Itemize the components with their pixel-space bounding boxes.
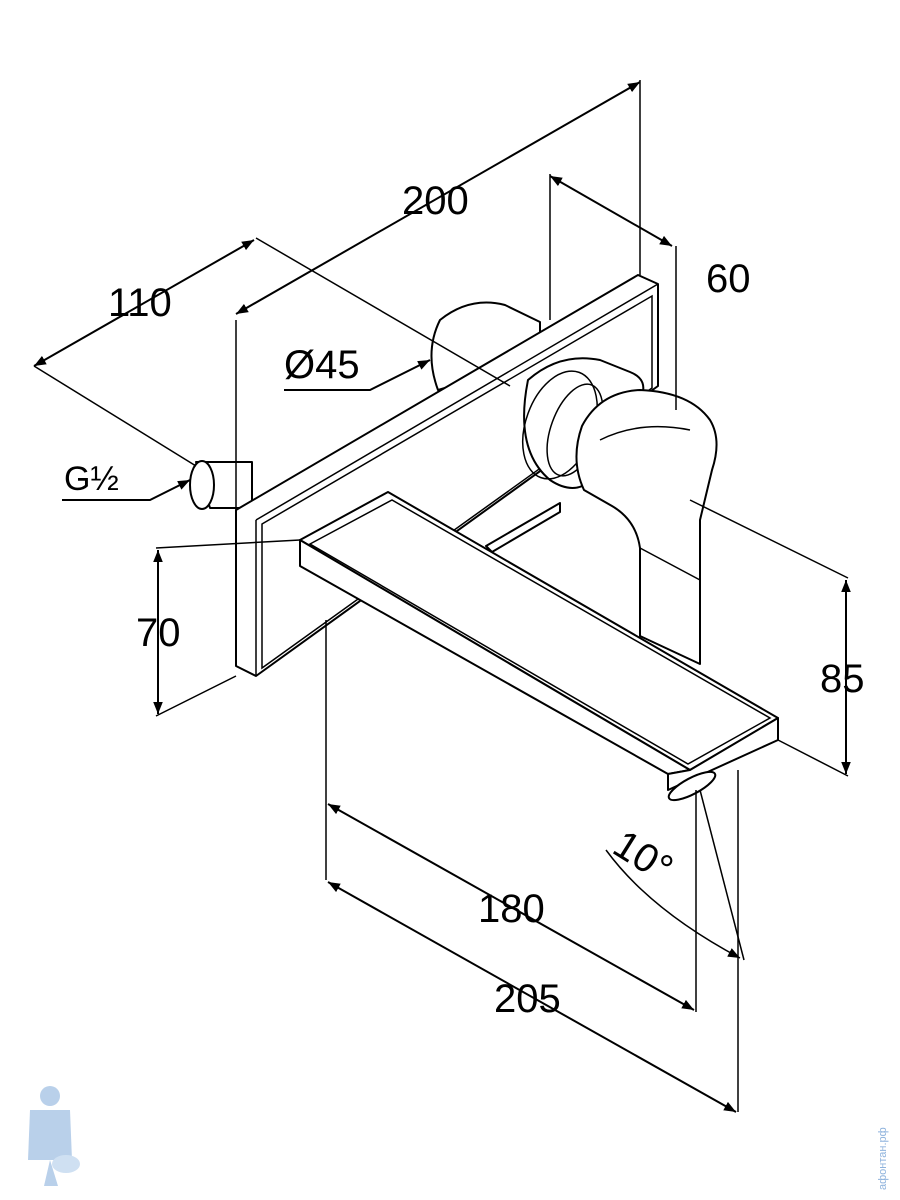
spout-neck: [485, 502, 561, 553]
watermark-text: афонтан.рф: [877, 1127, 889, 1190]
dim-d45-label: Ø45: [284, 343, 360, 387]
dim-angle-label: 10°: [606, 822, 681, 891]
dim-g12-label: G½: [64, 460, 119, 498]
dim-180-label: 180: [478, 887, 545, 931]
dim-205-label: 205: [494, 977, 561, 1021]
dim-200-label: 200: [402, 179, 469, 223]
dim-85-label: 85: [820, 657, 865, 701]
spout-side: [667, 717, 779, 791]
plumber-logo: [28, 1086, 80, 1186]
inlet-pipe-end: [189, 460, 215, 510]
faucet-body: [189, 274, 779, 802]
dimension-lines: [33, 80, 851, 1113]
handle-lever: [575, 389, 718, 665]
dim-70-label: 70: [136, 611, 181, 655]
spout-top: [299, 491, 779, 771]
dim-110-label: 110: [108, 281, 172, 325]
dim-60-label: 60: [706, 257, 751, 301]
